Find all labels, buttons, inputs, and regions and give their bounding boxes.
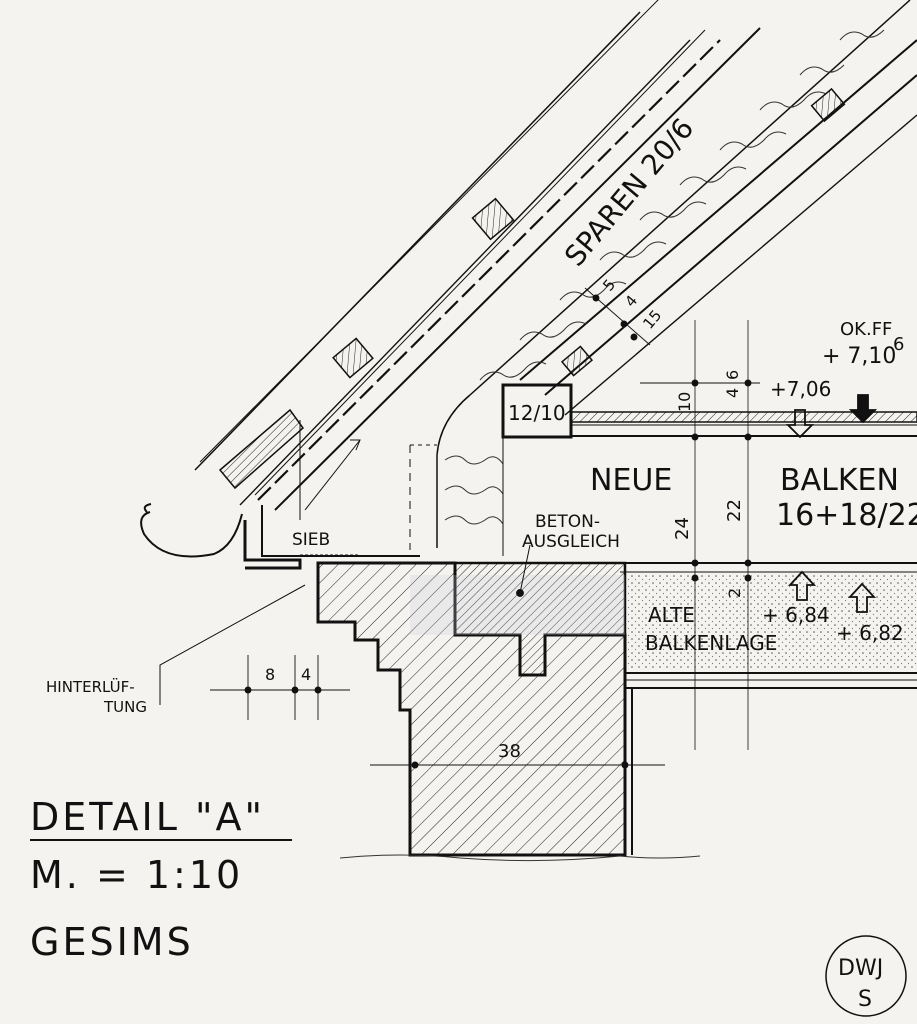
- label-okff-sup: 6: [893, 334, 904, 355]
- beton-leader: [519, 544, 531, 594]
- level-markers: [785, 394, 878, 613]
- dim-10: 10: [675, 392, 694, 412]
- label-hinterlueftung-2: TUNG: [103, 698, 147, 716]
- drawing-subtitle: GESIMS: [30, 920, 194, 964]
- label-hinterlueftung-1: HINTERLÜF-: [46, 677, 135, 696]
- level-706: +7,06: [770, 377, 831, 401]
- roof-assembly: [194, 0, 917, 548]
- level-684: + 6,84: [762, 603, 830, 627]
- label-alte: ALTE: [648, 603, 695, 627]
- label-sieb: SIEB: [292, 530, 330, 550]
- label-okff: OK.FF: [840, 319, 892, 340]
- old-beam-wash: [410, 575, 625, 635]
- dim-4a: 4: [621, 292, 641, 311]
- drawing-scale: M. = 1:10: [30, 853, 243, 897]
- label-neue: NEUE: [590, 463, 672, 498]
- author-stamp: DWJ S: [825, 935, 907, 1017]
- eaves-board: [218, 408, 305, 490]
- label-balken-size: 16+18/22: [776, 498, 917, 533]
- dim-8: 8: [265, 665, 275, 684]
- insulation: [444, 29, 885, 525]
- label-balken: BALKEN: [780, 463, 899, 498]
- dim-2: 2: [725, 588, 744, 598]
- dim-4b: 4: [723, 388, 742, 398]
- level-710: + 7,10: [822, 344, 896, 369]
- hinterlueftung-leader: [159, 584, 306, 705]
- dim-24: 24: [672, 517, 693, 540]
- dim-38: 38: [498, 741, 521, 762]
- level-682: + 6,82: [836, 621, 904, 645]
- dim-4c: 4: [301, 665, 311, 684]
- gutter: [140, 503, 243, 558]
- dim-22: 22: [724, 499, 745, 522]
- roof-battens: [332, 87, 846, 379]
- stamp-line-1: DWJ: [838, 956, 883, 981]
- dim-6: 6: [723, 370, 742, 380]
- dimension-lines: [210, 287, 760, 769]
- drawing-title: DETAIL "A": [30, 795, 265, 839]
- label-ausgleich: AUSGLEICH: [522, 532, 620, 552]
- label-beam-12-10: 12/10: [508, 401, 566, 425]
- label-beton: BETON-: [535, 512, 600, 532]
- soffit: [243, 420, 437, 570]
- break-line: [339, 854, 701, 862]
- stamp-line-2: S: [858, 987, 872, 1012]
- label-balkenlage: BALKENLAGE: [645, 631, 777, 655]
- label-sparren: SPAREN 20/6: [558, 112, 700, 273]
